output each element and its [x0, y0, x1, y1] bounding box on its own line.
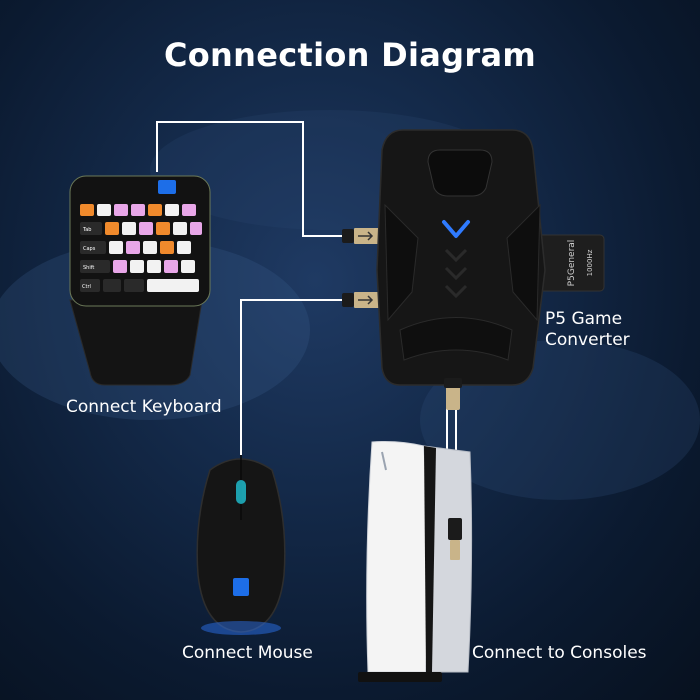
- label-converter-line2: Converter: [545, 330, 630, 350]
- console: [358, 378, 473, 682]
- keyboard: Tab Caps Shift Ctrl: [69, 175, 211, 386]
- dongle-rate: 1000Hz: [586, 249, 594, 276]
- key-tab: Tab: [82, 227, 91, 233]
- converter-dongle-text: P5General 1000Hz: [567, 240, 594, 287]
- key-shift: Shift: [83, 265, 94, 271]
- usb-plug-keyboard: [342, 228, 380, 244]
- key-ctrl: Ctrl: [82, 284, 91, 290]
- usb-plug-mouse: [342, 292, 380, 308]
- key-caps: Caps: [83, 246, 96, 252]
- p5-converter: P5General 1000Hz: [376, 129, 605, 386]
- diagram-title: Connection Diagram: [163, 36, 537, 74]
- label-converter-line1: P5 Game: [545, 309, 623, 329]
- label-p5-converter: P5 Game Converter: [545, 309, 630, 351]
- dongle-brand: P5General: [567, 240, 577, 287]
- label-connect-consoles: Connect to Consoles: [472, 643, 647, 663]
- converter-led-icon: [442, 220, 470, 238]
- converter-usb-plug: [444, 378, 462, 410]
- keyboard-cable: [156, 121, 345, 237]
- console-usb-plug: [448, 518, 462, 560]
- keyboard-keys: [80, 204, 202, 292]
- label-connect-mouse: Connect Mouse: [182, 643, 313, 663]
- label-connect-keyboard: Connect Keyboard: [66, 397, 222, 417]
- mouse: [196, 455, 286, 635]
- mouse-cable: [240, 299, 345, 455]
